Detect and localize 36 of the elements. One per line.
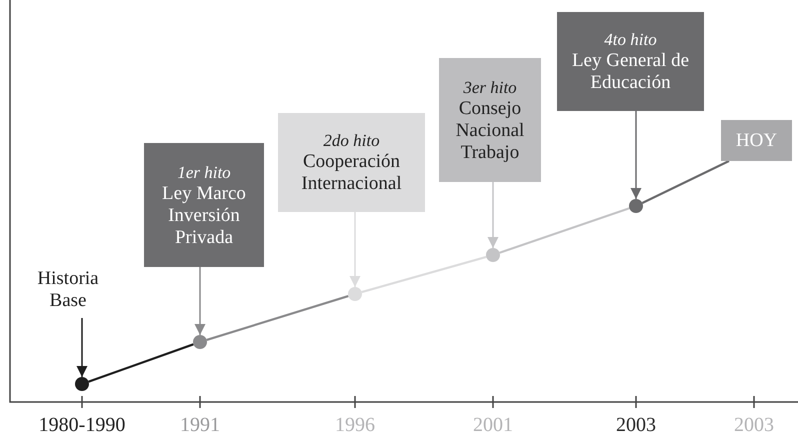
timeline-segment [88, 343, 194, 383]
year-label: 2003 [615, 413, 657, 437]
milestone-text: Historia Base [28, 262, 108, 318]
year-label: 1996 [334, 413, 376, 437]
year-label: 2003 [733, 413, 775, 437]
milestone-box [278, 113, 425, 212]
milestone-box [557, 12, 704, 111]
timeline-segment [361, 256, 487, 294]
arrow [350, 212, 360, 287]
milestone-number: 3er hito [463, 76, 517, 98]
milestone-title: HOY [736, 130, 778, 152]
arrow [76, 318, 88, 377]
milestone-dot [629, 199, 643, 213]
milestone-dot [75, 377, 89, 391]
year-label: 2001 [472, 413, 514, 437]
milestone-dot [193, 335, 207, 349]
milestone-dot [486, 248, 500, 262]
arrow [488, 182, 498, 248]
arrow [194, 267, 206, 335]
milestone-number: 1er hito [177, 162, 231, 182]
milestone-number: 4to hito [604, 29, 657, 50]
milestone-box [721, 120, 792, 161]
timeline-segment [206, 295, 349, 341]
year-label: 1991 [179, 413, 221, 437]
milestone-number: 2do hito [323, 130, 380, 151]
milestone-title: Ley General de Educación [571, 50, 690, 94]
milestone-title: Consejo Nacional Trabajo [454, 98, 526, 164]
milestone-box [144, 143, 264, 267]
timeline-segment [499, 207, 630, 254]
milestone-dot [348, 287, 362, 301]
timeline-segment [642, 160, 730, 204]
arrow [630, 111, 642, 199]
milestone-box [439, 58, 541, 182]
milestone-title: Ley Marco Inversión Privada [161, 182, 247, 248]
milestone-title: Cooperación Internacional [300, 151, 403, 195]
year-label: 1980-1990 [38, 413, 126, 437]
